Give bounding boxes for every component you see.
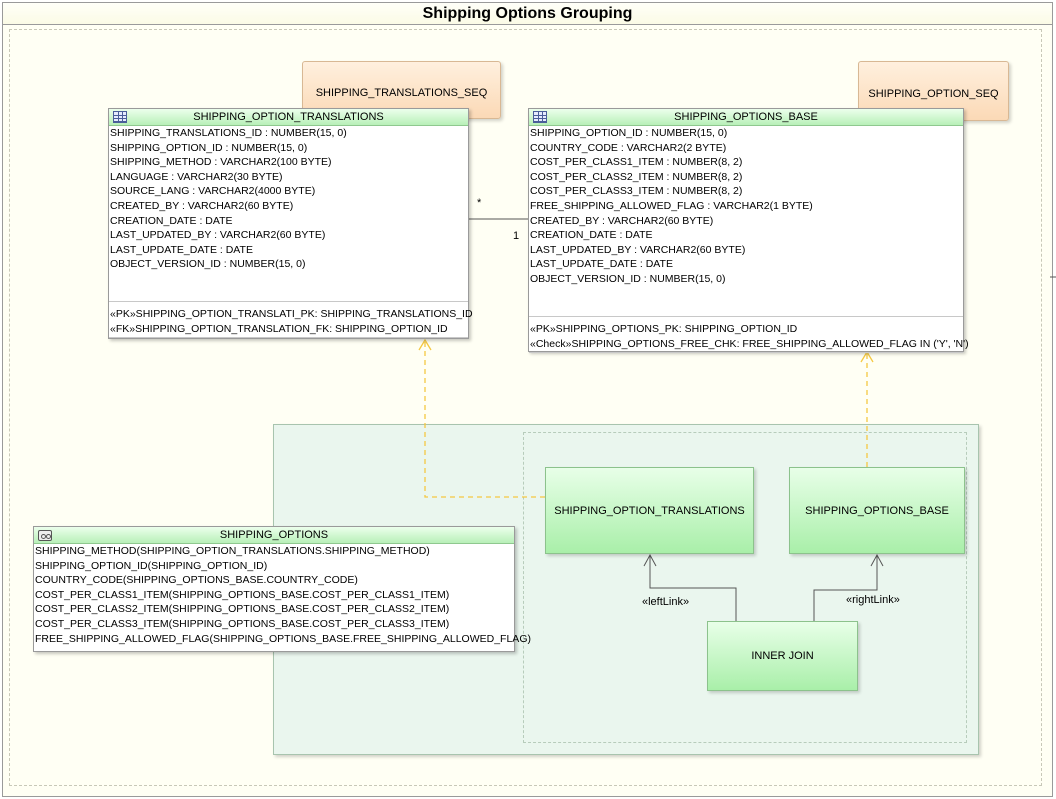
grouping-title: Shipping Options Grouping	[3, 3, 1052, 25]
grouping-inner-area	[9, 29, 1042, 786]
table-divider	[109, 337, 468, 338]
view-columns: SHIPPING_METHOD(SHIPPING_OPTION_TRANSLAT…	[34, 544, 531, 646]
table-columns: SHIPPING_OPTION_ID : NUMBER(15, 0) COUNT…	[529, 126, 963, 316]
view-shipping-options[interactable]: SHIPPING_OPTIONS SHIPPING_METHOD(SHIPPIN…	[33, 526, 531, 652]
table-column[interactable]: FREE_SHIPPING_ALLOWED_FLAG : VARCHAR2(1 …	[530, 199, 813, 212]
table-column[interactable]: LAST_UPDATE_DATE : DATE	[110, 243, 253, 256]
table-constraint[interactable]: «PK»SHIPPING_OPTION_TRANSLATI_PK: SHIPPI…	[110, 308, 473, 320]
table-column[interactable]: SHIPPING_METHOD : VARCHAR2(100 BYTE)	[110, 156, 332, 169]
table-header[interactable]: SHIPPING_OPTIONS_BASE	[529, 109, 963, 126]
view-icon	[38, 530, 52, 541]
right-link-arrow	[870, 553, 884, 567]
table-icon	[533, 111, 547, 123]
query-node-label: SHIPPING_OPTIONS_BASE	[805, 504, 949, 517]
left-link-arrow	[643, 553, 657, 567]
view-column[interactable]: COST_PER_CLASS2_ITEM(SHIPPING_OPTIONS_BA…	[35, 603, 450, 616]
table-column[interactable]: LAST_UPDATE_DATE : DATE	[530, 258, 673, 271]
table-column[interactable]: LAST_UPDATED_BY : VARCHAR2(60 BYTE)	[530, 243, 746, 256]
table-column[interactable]: COST_PER_CLASS1_ITEM : NUMBER(8, 2)	[530, 156, 743, 169]
table-constraints: «PK»SHIPPING_OPTION_TRANSLATI_PK: SHIPPI…	[109, 301, 473, 337]
table-columns: SHIPPING_TRANSLATIONS_ID : NUMBER(15, 0)…	[109, 126, 468, 301]
table-constraint[interactable]: «PK»SHIPPING_OPTIONS_PK: SHIPPING_OPTION…	[530, 323, 798, 335]
table-column[interactable]: OBJECT_VERSION_ID : NUMBER(15, 0)	[110, 258, 306, 271]
table-icon	[113, 111, 127, 123]
table-column[interactable]: OBJECT_VERSION_ID : NUMBER(15, 0)	[530, 272, 726, 285]
dependency-line-translations[interactable]	[424, 340, 545, 498]
view-column[interactable]: FREE_SHIPPING_ALLOWED_FLAG(SHIPPING_OPTI…	[35, 632, 531, 645]
table-column[interactable]: CREATED_BY : VARCHAR2(60 BYTE)	[110, 199, 294, 212]
right-link-line[interactable]	[813, 555, 878, 621]
table-column[interactable]: SHIPPING_OPTION_ID : NUMBER(15, 0)	[530, 127, 728, 139]
table-column[interactable]: SHIPPING_TRANSLATIONS_ID : NUMBER(15, 0)	[110, 127, 347, 139]
view-column[interactable]: SHIPPING_OPTION_ID(SHIPPING_OPTION_ID)	[35, 559, 268, 572]
table-column[interactable]: SHIPPING_OPTION_ID : NUMBER(15, 0)	[110, 141, 308, 154]
sequence-label: SHIPPING_TRANSLATIONS_SEQ	[315, 87, 488, 99]
table-column[interactable]: CREATION_DATE : DATE	[110, 214, 233, 227]
view-name: SHIPPING_OPTIONS	[219, 529, 329, 541]
table-column[interactable]: SOURCE_LANG : VARCHAR2(4000 BYTE)	[110, 185, 316, 198]
query-node-shipping-option-translations[interactable]: SHIPPING_OPTION_TRANSLATIONS	[545, 467, 754, 554]
view-column[interactable]: COST_PER_CLASS3_ITEM(SHIPPING_OPTIONS_BA…	[35, 617, 450, 630]
query-node-label: SHIPPING_OPTION_TRANSLATIONS	[554, 504, 745, 517]
right-link-label: «rightLink»	[846, 594, 900, 606]
table-column[interactable]: CREATED_BY : VARCHAR2(60 BYTE)	[530, 214, 714, 227]
query-node-shipping-options-base[interactable]: SHIPPING_OPTIONS_BASE	[789, 467, 965, 554]
table-shipping-options-base[interactable]: SHIPPING_OPTIONS_BASE SHIPPING_OPTION_ID…	[528, 108, 969, 353]
table-constraints: «PK»SHIPPING_OPTIONS_PK: SHIPPING_OPTION…	[529, 316, 969, 352]
table-column[interactable]: LANGUAGE : VARCHAR2(30 BYTE)	[110, 170, 283, 183]
view-header[interactable]: SHIPPING_OPTIONS	[34, 527, 514, 544]
query-inner-area	[523, 432, 967, 743]
table-shipping-option-translations[interactable]: SHIPPING_OPTION_TRANSLATIONS SHIPPING_TR…	[108, 108, 473, 339]
view-column[interactable]: SHIPPING_METHOD(SHIPPING_OPTION_TRANSLAT…	[35, 545, 430, 557]
dependency-arrow-translations	[418, 338, 432, 351]
table-divider	[529, 352, 963, 353]
query-node-inner-join[interactable]: INNER JOIN	[707, 621, 858, 691]
table-header[interactable]: SHIPPING_OPTION_TRANSLATIONS	[109, 109, 468, 126]
table-name: SHIPPING_OPTION_TRANSLATIONS	[193, 111, 384, 123]
table-column[interactable]: COST_PER_CLASS2_ITEM : NUMBER(8, 2)	[530, 170, 743, 183]
query-node-label: INNER JOIN	[751, 650, 814, 662]
table-column[interactable]: COST_PER_CLASS3_ITEM : NUMBER(8, 2)	[530, 185, 743, 198]
table-column[interactable]: COUNTRY_CODE : VARCHAR2(2 BYTE)	[530, 141, 727, 154]
sequence-label: SHIPPING_OPTION_SEQ	[868, 88, 999, 100]
table-column[interactable]: LAST_UPDATED_BY : VARCHAR2(60 BYTE)	[110, 229, 326, 242]
relationship-one-label: 1	[513, 230, 520, 242]
left-link-line[interactable]	[649, 555, 737, 621]
table-column[interactable]: CREATION_DATE : DATE	[530, 229, 653, 242]
view-column[interactable]: COUNTRY_CODE(SHIPPING_OPTIONS_BASE.COUNT…	[35, 574, 358, 587]
table-constraint[interactable]: «Check»SHIPPING_OPTIONS_FREE_CHK: FREE_S…	[530, 338, 969, 350]
view-column[interactable]: COST_PER_CLASS1_ITEM(SHIPPING_OPTIONS_BA…	[35, 588, 450, 601]
relationship-many-label: *	[477, 197, 482, 209]
table-constraint[interactable]: «FK»SHIPPING_OPTION_TRANSLATION_FK: SHIP…	[110, 323, 448, 335]
table-name: SHIPPING_OPTIONS_BASE	[674, 111, 818, 123]
left-link-label: «leftLink»	[642, 596, 690, 608]
